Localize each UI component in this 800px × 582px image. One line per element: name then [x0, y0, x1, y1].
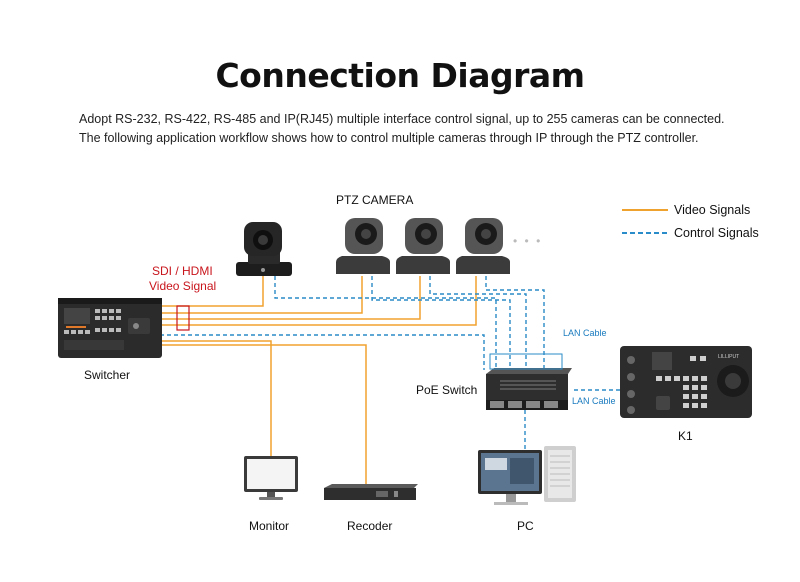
- svg-text:LILLIPUT: LILLIPUT: [718, 354, 739, 360]
- legend: [622, 209, 668, 234]
- page-title: Connection Diagram: [215, 56, 585, 95]
- intro-text: Adopt RS-232, RS-422, RS-485 and IP(RJ45…: [79, 112, 725, 145]
- switcher-device: [58, 298, 162, 358]
- control-signal-lines: [160, 276, 622, 452]
- pc-device: [478, 446, 576, 505]
- poe-switch-label: PoE Switch: [416, 383, 478, 397]
- poe-switch-device: [486, 368, 572, 410]
- k1-label: K1: [678, 429, 693, 443]
- sdi-hdmi-label: SDI / HDMI: [152, 264, 213, 278]
- ptz-camera-label: PTZ CAMERA: [336, 193, 414, 207]
- legend-video-label: Video Signals: [674, 203, 751, 217]
- poe-port-box: [489, 353, 563, 370]
- pc-label: PC: [517, 519, 534, 533]
- lan-cable-label-2: LAN Cable: [572, 396, 616, 406]
- ptz-camera-2: [336, 218, 390, 274]
- video-signal-label: Video Signal: [149, 279, 217, 293]
- k1-controller: LILLIPUT: [620, 346, 752, 418]
- video-signal-lines: [160, 276, 477, 485]
- lan-cable-label-1: LAN Cable: [563, 328, 607, 338]
- recorder-device: [324, 484, 418, 500]
- ptz-camera-1: [236, 222, 292, 276]
- recoder-label: Recoder: [347, 519, 393, 533]
- ptz-camera-3: [396, 218, 450, 274]
- ptz-camera-4: [456, 218, 510, 274]
- sdi-marker-box: [176, 305, 190, 331]
- legend-control-label: Control Signals: [674, 226, 759, 240]
- monitor-device: [244, 456, 298, 500]
- monitor-label: Monitor: [249, 519, 290, 533]
- more-cameras-indicator: • • •: [513, 234, 543, 248]
- switcher-label: Switcher: [84, 368, 131, 382]
